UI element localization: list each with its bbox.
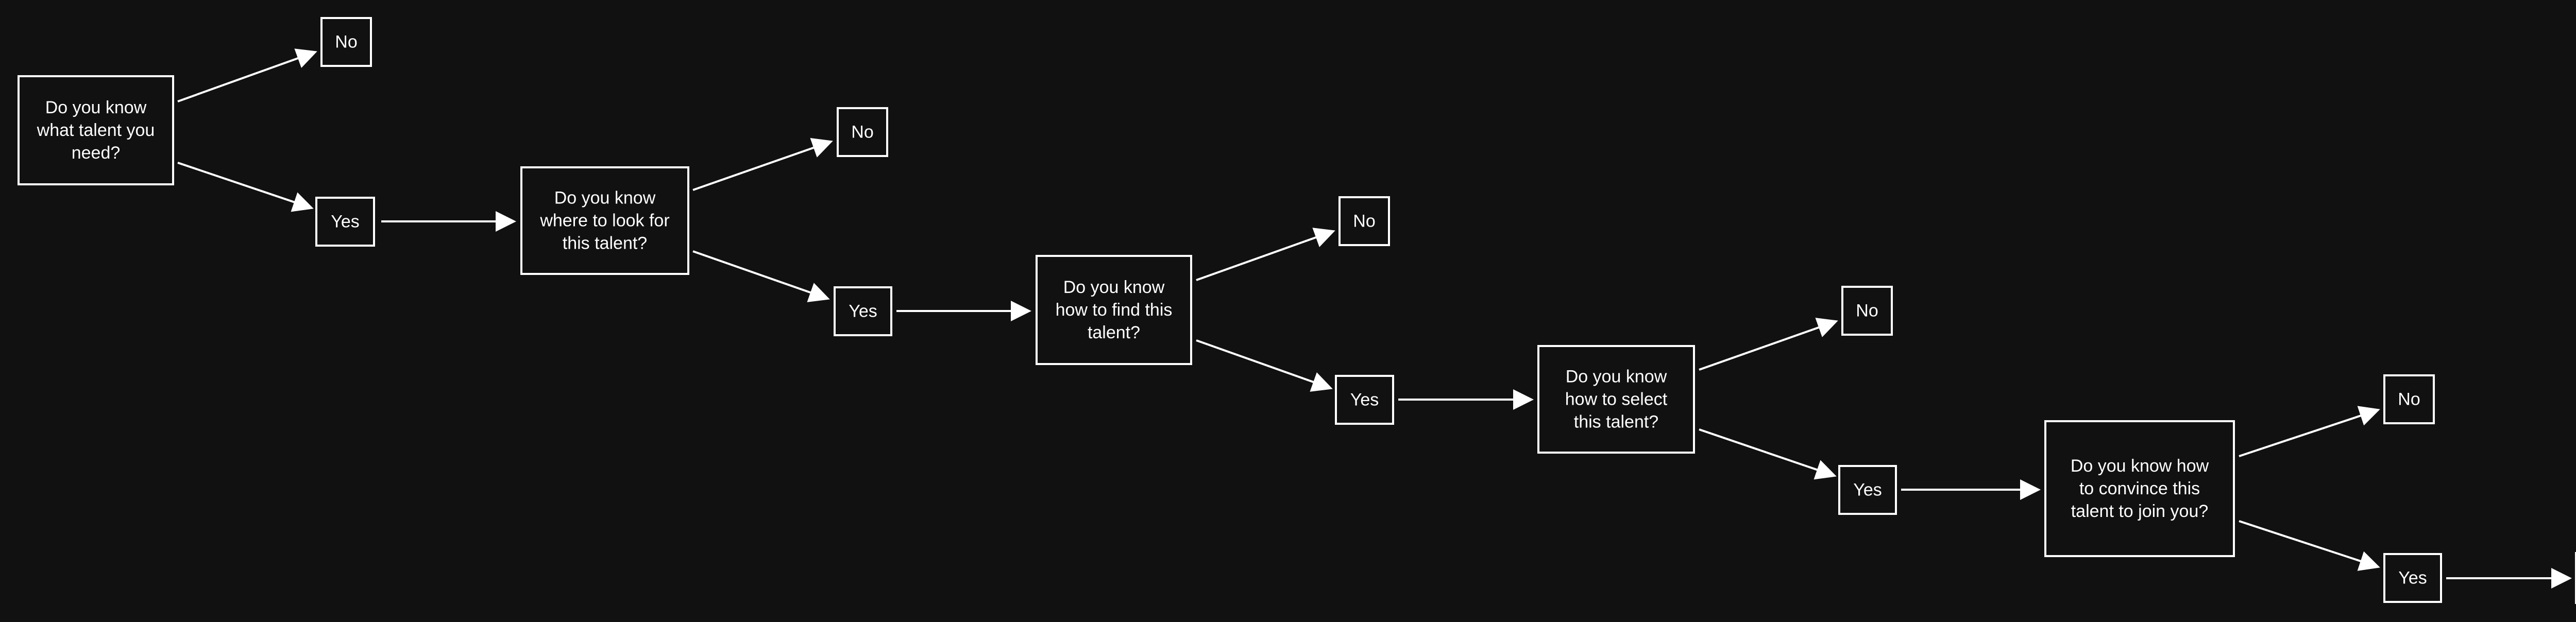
question-node-q2-box: [520, 166, 689, 275]
question-node-q2-label-line: where to look for: [539, 211, 669, 231]
answer-node-yes-y3-box: [1335, 375, 1394, 425]
answer-node-no-n3-label-line: No: [1353, 212, 1375, 231]
arrow-icon: [2239, 520, 2380, 571]
question-node-q1-label-line: need?: [72, 143, 121, 163]
question-node-q4-label-line: how to select: [1565, 390, 1668, 409]
edge-q3-to-y3: [1196, 339, 1333, 392]
question-node-q4: Do you know how to select this talent?: [1537, 345, 1695, 454]
answer-node-yes-y5-label-line: Yes: [2398, 568, 2427, 588]
question-node-q1-label-line: what talent you: [37, 120, 155, 140]
question-node-q5-box: [2044, 420, 2235, 557]
edge-q4-to-n4: [1699, 318, 1838, 371]
question-node-q3-label-line: Do you know: [1063, 278, 1165, 297]
arrow-icon: [1699, 428, 1837, 480]
answer-node-no-n5: No: [2383, 374, 2435, 424]
edge-q4-to-y4: [1699, 428, 1837, 480]
answer-node-no-n4: No: [1841, 286, 1893, 336]
question-node-q3-label-line: how to find this: [1056, 300, 1173, 320]
question-node-q2: Do you know where to look for this talent?: [520, 166, 689, 275]
answer-node-no-n4-label-line: No: [1856, 301, 1878, 321]
question-node-q4-box: [1537, 345, 1695, 454]
question-node-q4-label-line: this talent?: [1574, 412, 1658, 432]
question-node-q3-label-line: talent?: [1088, 323, 1140, 342]
answer-node-no-n1-box: [320, 17, 372, 67]
answer-node-yes-y1: Yes: [315, 197, 375, 247]
question-node-q5-label-line: to convince this: [2079, 479, 2200, 498]
arrow-icon: [177, 162, 314, 212]
question-node-q5-label-line: talent to join you?: [2071, 502, 2209, 521]
edge-q2-to-y2: [692, 250, 830, 302]
question-node-q1-label-line: Do you know: [45, 98, 147, 117]
edge-q5-to-n5: [2239, 406, 2380, 457]
answer-node-yes-y3: Yes: [1335, 375, 1394, 425]
arrow-icon: [692, 138, 833, 191]
question-node-q5-label-line: Do you know how: [2071, 456, 2209, 476]
answer-node-no-n3: No: [1338, 196, 1390, 246]
answer-node-no-n2-box: [837, 107, 888, 157]
arrow-icon: [1196, 339, 1333, 392]
answer-node-yes-y4-label-line: Yes: [1853, 480, 1882, 500]
answer-node-yes-y4-box: [1838, 465, 1897, 515]
answer-node-yes-y2-label-line: Yes: [849, 302, 877, 321]
question-node-q4-label-line: Do you know: [1566, 367, 1667, 387]
edge-q1-to-y1: [177, 162, 314, 212]
edge-q2-to-n2: [692, 138, 833, 191]
question-node-q1: Do you know what talent you need?: [18, 75, 174, 185]
edge-q1-to-n1: [177, 48, 317, 102]
question-node-q2-label-line: this talent?: [563, 234, 647, 253]
answer-node-no-n5-label-line: No: [2398, 390, 2420, 409]
question-node-q3: Do you know how to find this talent?: [1036, 255, 1192, 365]
arrow-icon: [2239, 406, 2380, 457]
question-node-q3-box: [1036, 255, 1192, 365]
arrow-icon: [692, 250, 830, 302]
question-node-q5: Do you know how to convince this talent to…: [2044, 420, 2235, 557]
answer-node-yes-y5: Yes: [2383, 553, 2442, 603]
arrow-icon: [1196, 228, 1335, 281]
question-node-q2-label-line: Do you know: [554, 188, 656, 208]
answer-node-yes-y3-label-line: Yes: [1350, 390, 1379, 410]
answer-node-no-n2: No: [837, 107, 888, 157]
arrow-icon: [177, 48, 317, 102]
answer-node-no-n1: No: [320, 17, 372, 67]
question-node-q1-box: [18, 75, 174, 185]
answer-node-yes-y4: Yes: [1838, 465, 1897, 515]
edge-q3-to-n3: [1196, 228, 1335, 281]
answer-node-yes-y1-label-line: Yes: [331, 212, 359, 232]
answer-node-no-n3-box: [1338, 196, 1390, 246]
arrow-icon: [1699, 318, 1838, 371]
edges-layer: [177, 48, 2572, 589]
answer-node-no-n5-box: [2383, 374, 2435, 424]
answer-node-yes-y1-box: [315, 197, 375, 247]
answer-node-yes-y2: Yes: [834, 286, 892, 336]
answer-node-yes-y2-box: [834, 286, 892, 336]
answer-node-no-n2-label-line: No: [851, 123, 873, 142]
answer-node-yes-y5-box: [2383, 553, 2442, 603]
edge-q5-to-y5: [2239, 520, 2380, 571]
answer-node-no-n4-box: [1841, 286, 1893, 336]
answer-node-no-n1-label-line: No: [335, 32, 357, 52]
